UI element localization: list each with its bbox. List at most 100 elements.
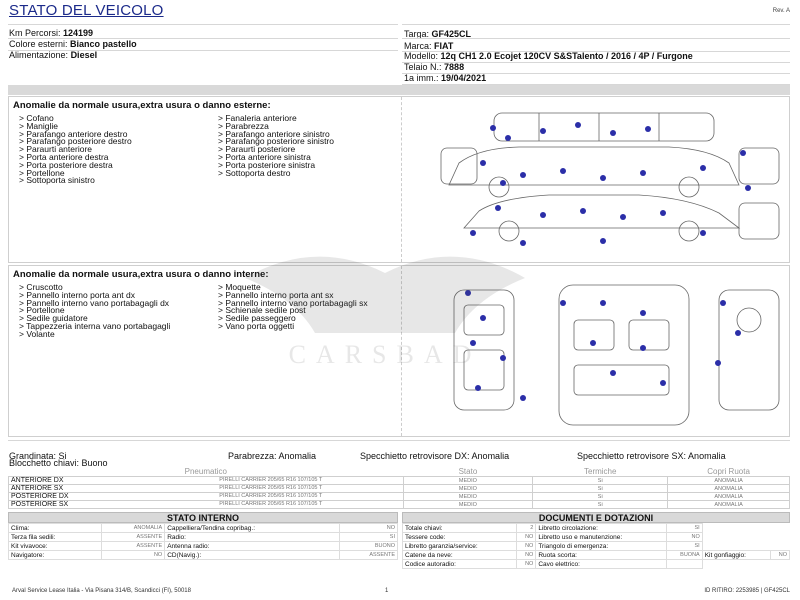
damage-marker-dot: [640, 310, 646, 316]
grid-value: SI: [665, 541, 703, 551]
damage-list-item: > Moquette: [218, 282, 261, 292]
damage-marker-dot: [590, 340, 596, 346]
mirror-sx-status: Specchietto retrovisore SX: Anomalia: [577, 451, 726, 461]
grid-key: Triangolo di emergenza:: [535, 541, 667, 551]
damage-marker-dot: [495, 205, 501, 211]
external-damage-panel: Anomalie da normale usura,extra usura o …: [8, 96, 790, 263]
registration-value: 19/04/2021: [441, 73, 487, 83]
tyres-header-stato: Stato: [458, 467, 478, 476]
damage-list-item: > Vano porta oggetti: [218, 320, 295, 331]
damage-marker-dot: [720, 300, 726, 306]
damage-marker-dot: [465, 290, 471, 296]
damage-list-item: > Sedile guidatore: [19, 313, 88, 324]
tyre-termiche: Si: [532, 476, 669, 485]
damage-list-item: > Porta posteriore sinistra: [218, 159, 316, 170]
damage-marker-dot: [640, 170, 646, 176]
model-value: 12q CH1 2.0 Ecojet 120CV S&STalento / 20…: [440, 51, 693, 61]
footer-page: 1: [385, 588, 389, 594]
brand-row: Marca: FIAT: [404, 40, 453, 52]
damage-marker-dot: [560, 300, 566, 306]
damage-marker-dot: [520, 172, 526, 178]
internal-heading: Anomalie da normale usura,extra usura o …: [13, 269, 269, 280]
model-label: Modello:: [404, 51, 439, 61]
grid-key: Libretto garanzia/service:: [402, 541, 517, 551]
damage-list-item: > Schienale sedile post: [218, 305, 306, 316]
fuel-label: Alimentazione:: [9, 50, 69, 60]
damage-list-item: > Parafango anteriore sinistro: [218, 128, 330, 139]
damage-marker-dot: [580, 208, 586, 214]
page-title: STATO DEL VEICOLO: [9, 2, 164, 19]
color-label: Colore esterni:: [9, 39, 68, 49]
damage-marker-dot: [490, 125, 496, 131]
damage-list-item: > Porta posteriore destra: [19, 159, 113, 170]
divider: [401, 266, 402, 436]
damage-marker-dot: [740, 150, 746, 156]
tyre-termiche: Si: [532, 492, 669, 501]
internal-damage-panel: Anomalie da normale usura,extra usura o …: [8, 265, 790, 437]
external-heading: Anomalie da normale usura,extra usura o …: [13, 100, 271, 111]
brand-label: Marca:: [404, 41, 432, 51]
damage-list-item: > Volante: [19, 328, 55, 339]
damage-marker-dot: [480, 160, 486, 166]
damage-marker-dot: [600, 238, 606, 244]
brand-value: FIAT: [434, 41, 454, 51]
divider: [401, 97, 402, 262]
revision-label: Rev. A: [772, 8, 790, 14]
divider: [402, 38, 790, 39]
grid-value: NO: [101, 550, 166, 560]
carsbad-watermark-logo: CARSBAD: [245, 256, 525, 369]
damage-marker-dot: [660, 210, 666, 216]
damage-marker-dot: [640, 345, 646, 351]
color-row: Colore esterni: Bianco pastello: [9, 38, 137, 50]
grid-value: NO: [769, 550, 791, 560]
damage-list-item: > Parafango posteriore destro: [19, 136, 132, 147]
damage-list-item: > Sottoporta sinistro: [19, 175, 95, 186]
damage-marker-dot: [610, 130, 616, 136]
tyre-copri: ANOMALIA: [667, 500, 790, 509]
grid-value: SI: [665, 523, 703, 533]
damage-list-item: > Sottoporta destro: [218, 167, 291, 178]
grid-key: Totale chiavi:: [402, 523, 517, 533]
grid-key: CD(Navig.):: [164, 550, 341, 560]
damage-list-item: > Porta anteriore destra: [19, 151, 109, 162]
grid-key: Codice autoradio:: [402, 559, 517, 569]
divider: [8, 38, 398, 39]
damage-list-item: > Parafango anteriore destro: [19, 128, 128, 139]
damage-list-item: > Paraurti anteriore: [19, 144, 92, 155]
damage-list-item: > Paraurti posteriore: [218, 144, 296, 155]
damage-marker-dot: [600, 300, 606, 306]
grid-value: NO: [515, 550, 537, 560]
grid-value: NO: [665, 532, 703, 542]
damage-marker-dot: [560, 168, 566, 174]
damage-marker-dot: [575, 122, 581, 128]
mirror-dx-status: Specchietto retrovisore DX: Anomalia: [360, 451, 510, 461]
damage-marker-dot: [715, 360, 721, 366]
grid-value: NO: [515, 559, 537, 569]
grid-key: Libretto uso e manutenzione:: [535, 532, 667, 542]
damage-list-item: > Portellone: [19, 305, 65, 316]
grid-key: Navigatore:: [7, 550, 103, 560]
damage-marker-dot: [470, 340, 476, 346]
km-label: Km Percorsi:: [9, 28, 61, 38]
damage-marker-dot: [645, 126, 651, 132]
grid-key: Kit vivavoce:: [7, 541, 103, 551]
tyre-position: ANTERIORE SX: [11, 485, 64, 492]
footer-company: Arval Service Lease Italia - Via Pisana …: [12, 588, 191, 594]
grid-value: BUONO: [339, 541, 398, 551]
plate-label: Targa:: [404, 29, 430, 39]
damage-marker-dot: [600, 175, 606, 181]
km-row: Km Percorsi: 124199: [9, 27, 93, 39]
footer-id: ID RITIRO: 2253985 | GF425CL: [704, 588, 790, 594]
registration-label: 1a imm.:: [404, 73, 439, 83]
model-row: Modello: 12q CH1 2.0 Ecojet 120CV S&STal…: [404, 50, 693, 62]
tyres-header-copri-ruota: Copri Ruota: [707, 467, 750, 476]
tyre-model: PIRELLI CARRIER 205/65 R16 107/105 T: [219, 493, 323, 499]
damage-list-item: > Parabrezza: [218, 120, 269, 131]
